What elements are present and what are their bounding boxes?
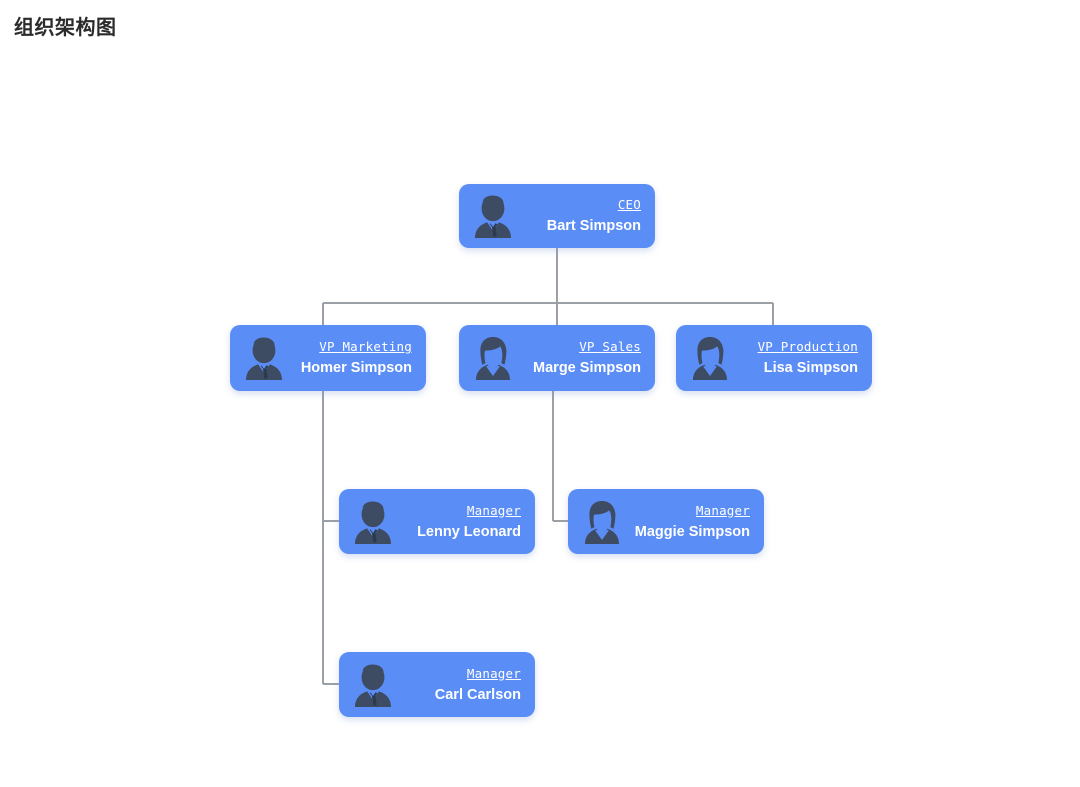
node-name: Carl Carlson: [434, 686, 521, 703]
node-text: VP Sales Marge Simpson: [523, 338, 641, 378]
male-avatar-icon: [475, 195, 511, 238]
node-name: Lisa Simpson: [763, 360, 858, 376]
org-node-vp-marketing[interactable]: VP Marketing Homer Simpson: [230, 325, 426, 391]
node-name: Homer Simpson: [300, 360, 412, 376]
node-text: Manager Maggie Simpson: [632, 502, 750, 542]
org-node-manager-lenny[interactable]: Manager Lenny Leonard: [339, 489, 535, 554]
node-role: Manager: [695, 502, 750, 518]
male-avatar-icon: [246, 337, 282, 380]
node-text: VP Marketing Homer Simpson: [294, 338, 412, 378]
org-node-ceo[interactable]: CEO Bart Simpson: [459, 184, 655, 248]
node-role: VP Production: [757, 339, 858, 354]
org-node-vp-sales[interactable]: VP Sales Marge Simpson: [459, 325, 655, 391]
node-role: CEO: [617, 197, 641, 212]
female-avatar-icon: [585, 500, 619, 544]
node-name: Marge Simpson: [533, 360, 641, 376]
male-avatar-icon: [355, 664, 391, 707]
female-avatar-icon: [693, 337, 727, 380]
org-node-manager-carl[interactable]: Manager Carl Carlson: [339, 652, 535, 717]
female-avatar-icon: [476, 337, 510, 380]
male-avatar-icon: [355, 501, 391, 544]
node-role: VP Marketing: [319, 339, 412, 354]
node-role: VP Sales: [579, 339, 641, 354]
org-node-manager-maggie[interactable]: Manager Maggie Simpson: [568, 489, 764, 554]
node-name: Bart Simpson: [546, 218, 641, 234]
node-text: Manager Carl Carlson: [403, 665, 521, 705]
node-text: Manager Lenny Leonard: [403, 502, 521, 542]
page-title: 组织架构图: [14, 17, 117, 39]
node-name: Maggie Simpson: [634, 523, 750, 540]
node-name: Lenny Leonard: [417, 523, 521, 540]
node-role: Manager: [466, 502, 521, 518]
org-node-vp-production[interactable]: VP Production Lisa Simpson: [676, 325, 872, 391]
node-text: CEO Bart Simpson: [523, 196, 641, 236]
node-text: VP Production Lisa Simpson: [740, 338, 858, 378]
node-role: Manager: [466, 665, 521, 681]
